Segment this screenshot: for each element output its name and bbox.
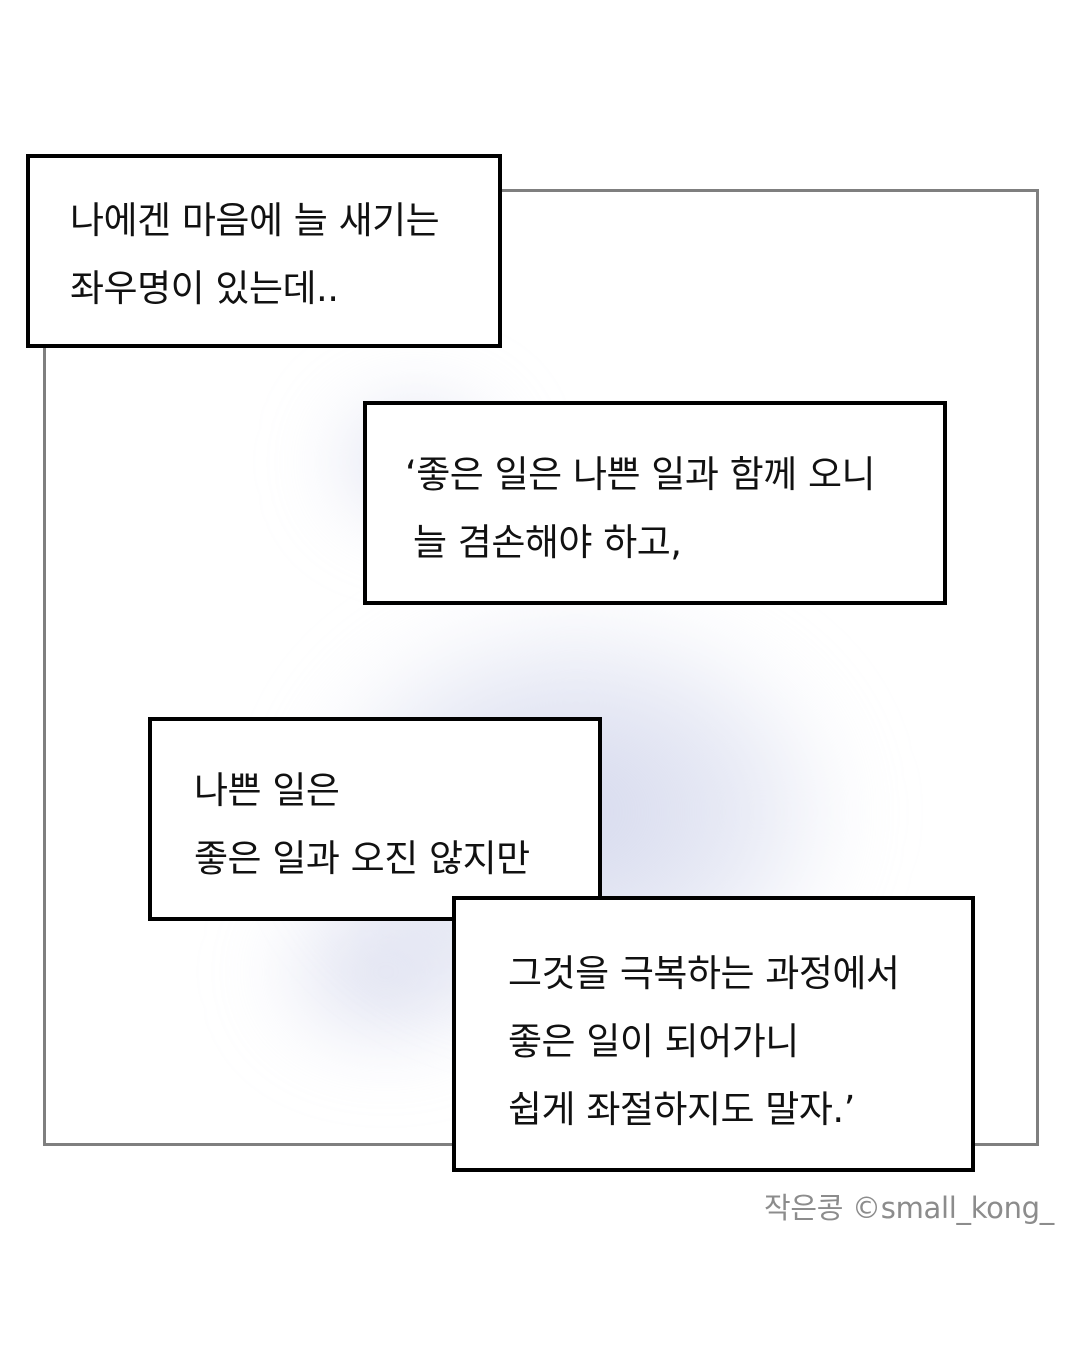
- caption-box-3: 나쁜 일은 좋은 일과 오진 않지만: [148, 717, 602, 921]
- caption-line: 늘 겸손해야 하고,: [413, 521, 682, 564]
- caption-line: ‘좋은 일은 나쁜 일과 함께 오니: [405, 453, 876, 496]
- caption-line: 쉽게 좌절하지도 말자.’: [508, 1088, 855, 1131]
- author-credit: 작은콩 ©small_kong_: [764, 1191, 1054, 1225]
- caption-line: 나쁜 일은: [194, 769, 340, 812]
- caption-line: 좋은 일과 오진 않지만: [194, 837, 530, 880]
- caption-box-1: 나에겐 마음에 늘 새기는 좌우명이 있는데..: [26, 154, 502, 348]
- caption-line: 그것을 극복하는 과정에서: [508, 952, 900, 995]
- caption-line: 좌우명이 있는데..: [70, 267, 339, 310]
- caption-box-4: 그것을 극복하는 과정에서 좋은 일이 되어가니 쉽게 좌절하지도 말자.’: [452, 896, 975, 1172]
- caption-box-2: ‘좋은 일은 나쁜 일과 함께 오니 늘 겸손해야 하고,: [363, 401, 947, 605]
- caption-line: 좋은 일이 되어가니: [508, 1020, 799, 1063]
- caption-line: 나에겐 마음에 늘 새기는: [70, 199, 440, 242]
